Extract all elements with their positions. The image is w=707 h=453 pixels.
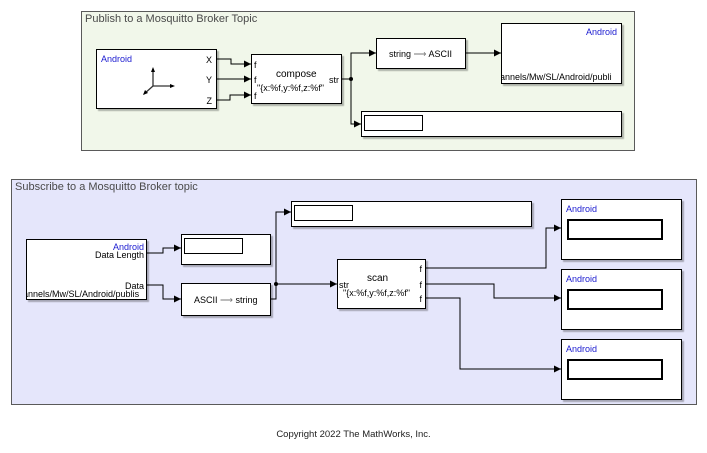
wire-str-up	[342, 49, 376, 80]
android-display-block[interactable]: Android	[561, 269, 682, 330]
scan-format: "{x:%f,y:%f,z:%f"	[343, 288, 410, 298]
conversion-label: ASCII ⟶ string	[194, 295, 257, 305]
display-value	[364, 115, 423, 131]
arrow-right-icon: ⟶	[413, 49, 427, 59]
topic-label: annels/Mw/SL/Android/publis	[26, 289, 140, 299]
brand-label: Android	[585, 27, 617, 37]
wire-scan-2	[426, 283, 561, 302]
out-port-3: f	[419, 294, 422, 304]
wire-z	[217, 91, 251, 101]
wire-str-down	[350, 79, 361, 128]
string-display-block[interactable]	[291, 201, 532, 227]
display-value	[294, 205, 353, 221]
display-value	[567, 289, 663, 310]
android-display-block[interactable]: Android	[561, 339, 682, 400]
wire-scan-1	[426, 224, 561, 269]
brand-label: Android	[112, 242, 144, 252]
brand-label: Android	[566, 344, 598, 354]
scan-title: scan	[367, 273, 389, 284]
compose-format: "{x:%f,y:%f,z:%f"	[257, 83, 324, 93]
out-port-str: str	[329, 75, 339, 85]
wire-scan-3	[426, 297, 561, 373]
copyright-text: Copyright 2022 The MathWorks, Inc.	[276, 429, 431, 440]
wire-length	[147, 244, 181, 254]
to-type: string	[235, 295, 258, 305]
port-label-y: Y	[205, 75, 212, 85]
branch-dot	[349, 77, 353, 81]
compose-title: compose	[276, 69, 317, 80]
mqtt-publish-block[interactable]: Android annels/Mw/SL/Android/publi	[501, 23, 622, 84]
in-port-1: f	[254, 60, 257, 70]
display-value	[567, 219, 663, 240]
branch-dot	[274, 282, 278, 286]
wire-string-up	[275, 208, 291, 284]
port-label-data-length: Data Length	[94, 250, 144, 260]
port-label-data: Data	[124, 281, 144, 291]
conversion-label: string ⟶ ASCII	[389, 49, 452, 59]
subscribe-area-title: Subscribe to a Mosquitto Broker topic	[15, 181, 198, 193]
brand-label: Android	[101, 54, 133, 64]
to-type: ASCII	[428, 49, 452, 59]
wire-string-out	[271, 280, 337, 300]
in-port-str: str	[339, 280, 349, 290]
brand-label: Android	[566, 204, 598, 214]
topic-label: annels/Mw/SL/Android/publi	[501, 72, 612, 82]
arrow-right-icon: ⟶	[220, 295, 233, 305]
display-value	[184, 238, 243, 254]
out-port-1: f	[419, 264, 422, 274]
publish-display-block[interactable]	[361, 111, 622, 137]
port-label-z: Z	[206, 96, 213, 106]
display-value	[567, 359, 663, 380]
out-port-2: f	[419, 280, 422, 290]
compose-block[interactable]: f f f compose "{x:%f,y:%f,z:%f" str	[251, 54, 342, 104]
wire-data	[147, 284, 181, 303]
scan-block[interactable]: str scan "{x:%f,y:%f,z:%f" f f f	[337, 259, 426, 309]
wire-x	[217, 58, 251, 68]
brand-label: Android	[566, 274, 598, 284]
xyz-axes-icon	[143, 67, 175, 95]
publish-area-title: Publish to a Mosquitto Broker Topic	[85, 13, 258, 25]
ascii-to-string-block[interactable]: ASCII ⟶ string	[181, 283, 271, 316]
mqtt-subscribe-block[interactable]: Android Data Length Data annels/Mw/SL/An…	[26, 239, 147, 300]
in-port-2: f	[254, 75, 257, 85]
port-label-x: X	[205, 55, 212, 65]
string-to-ascii-block[interactable]: string ⟶ ASCII	[376, 38, 466, 69]
from-type: string	[389, 49, 412, 59]
android-display-block[interactable]: Android	[561, 199, 682, 260]
length-display-block[interactable]	[181, 234, 271, 265]
from-type: ASCII	[194, 295, 218, 305]
in-port-3: f	[254, 91, 257, 101]
accelerometer-block[interactable]: Android X Y Z	[96, 49, 217, 109]
